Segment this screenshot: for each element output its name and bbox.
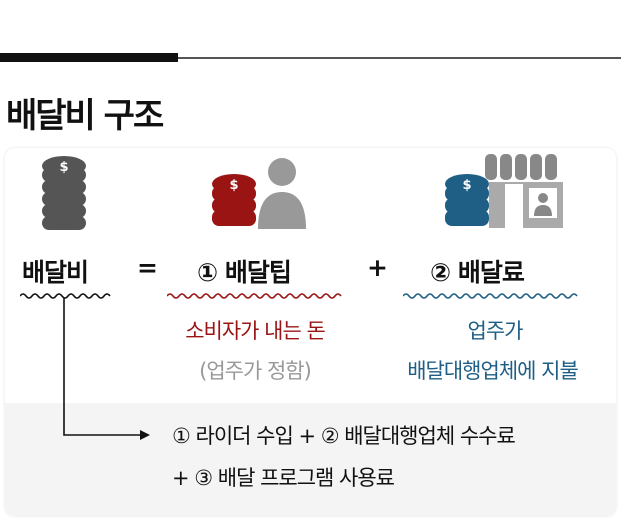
- diagram-card: $ $ $ 배달비 = ① 배달팁 + ② 배달료: [5, 148, 616, 516]
- coin-stack-icon: $: [42, 156, 86, 230]
- tip-desc-line2: (업주가 정함): [199, 359, 312, 383]
- tip-label: ① 배달팁: [197, 258, 292, 287]
- svg-text:$: $: [59, 160, 68, 175]
- equals-sign: =: [137, 253, 158, 282]
- page-title: 배달비 구조: [6, 96, 164, 136]
- fee-desc-line2: 배달대행업체에 지불: [407, 359, 579, 383]
- fee-desc-line1: 업주가: [467, 319, 524, 343]
- arrow-connector: [63, 298, 150, 440]
- store-coins-icon: $: [445, 154, 563, 228]
- fee-wavy-underline: [403, 293, 578, 299]
- svg-text:$: $: [462, 178, 471, 193]
- breakdown-line1: ① 라이더 수입 + ② 배달대행업체 수수료: [172, 424, 516, 448]
- header-bar: [0, 53, 178, 62]
- tip-wavy-underline: [167, 293, 342, 299]
- tip-desc-line1: 소비자가 내는 돈: [185, 319, 326, 343]
- fee-label: ② 배달료: [430, 258, 525, 287]
- breakdown-panel: [5, 403, 616, 516]
- total-wavy-underline: [20, 293, 111, 299]
- consumer-coins-icon: $: [212, 158, 306, 229]
- breakdown-line2: + ③ 배달 프로그램 사용료: [172, 466, 395, 490]
- total-label: 배달비: [22, 258, 89, 287]
- svg-text:$: $: [229, 178, 238, 193]
- plus-sign: +: [367, 253, 388, 282]
- header-divider: [178, 57, 621, 59]
